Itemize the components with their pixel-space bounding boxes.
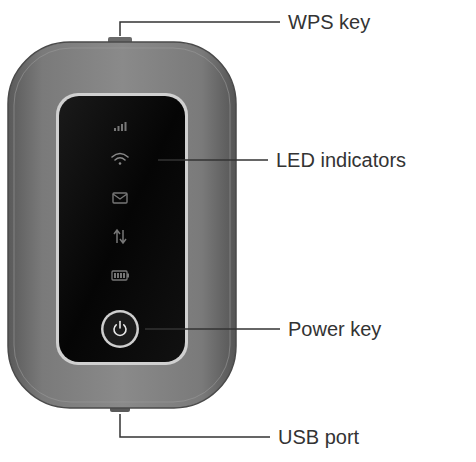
front-panel [59, 96, 185, 362]
message-led [113, 193, 127, 203]
battery-led [112, 271, 129, 280]
leader-line [120, 22, 280, 36]
power-key [104, 313, 137, 346]
leader-line [145, 328, 280, 330]
panel-bezel [56, 93, 188, 365]
part-label: USB port [278, 425, 359, 449]
power-key-ring [101, 310, 139, 348]
data-led [114, 230, 126, 243]
part-label: Power key [288, 317, 381, 341]
signal-led [114, 122, 127, 131]
housing-highlight [14, 48, 230, 402]
part-label: WPS key [288, 10, 370, 34]
power-symbol [114, 322, 126, 336]
part-label: LED indicators [276, 148, 406, 172]
leader-line [120, 414, 270, 437]
wifi-led [112, 154, 128, 165]
leader-line [158, 159, 268, 161]
device-housing [8, 42, 236, 408]
